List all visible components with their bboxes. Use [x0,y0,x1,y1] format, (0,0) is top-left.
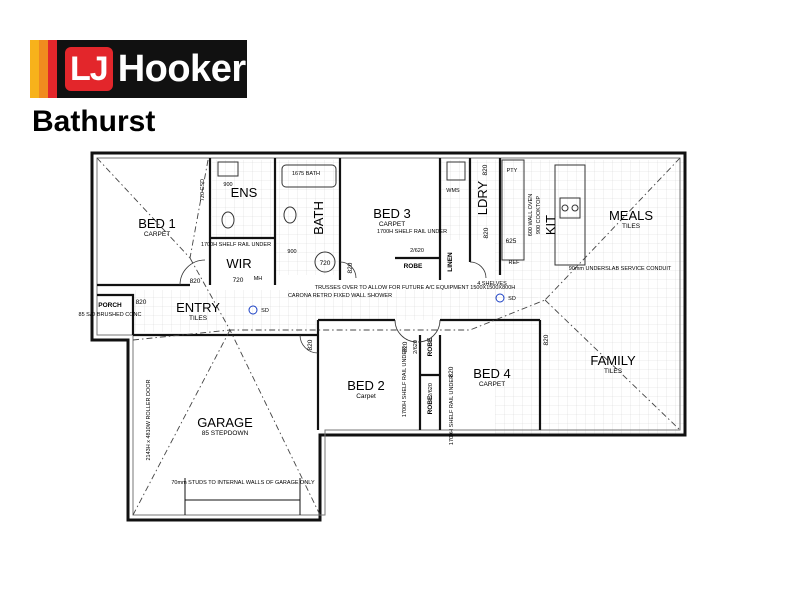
robe-bed3-label: ROBE [404,263,423,270]
bath-label: BATH [311,201,326,235]
bed3-shelf-note: 1700H SHELF RAIL UNDER [377,229,447,235]
underslab-note: 90mm UNDERSLAB SERVICE CONDUIT [569,266,672,272]
dim-900-ens: 900 [223,182,232,188]
bed2-label: BED 2 [347,378,385,393]
dim-820-bed2: 820 [307,339,314,350]
bed4-label: BED 4 [473,366,511,381]
sd-note-2: SD [508,296,516,302]
logo-stripe-orange [39,40,48,98]
shower-note: CARONA RETRO FIXED WALL SHOWER [288,293,392,299]
dim-820-ldry: 820 [483,227,490,238]
bed1-label: BED 1 [138,216,176,231]
dim-720-wir: 720 [233,277,244,284]
cooktop-note: 900 COOKTOP [536,196,542,234]
trusses-note: TRUSSES OVER TO ALLOW FOR FUTURE A/C EQU… [315,285,516,291]
entry-label: ENTRY [176,300,220,315]
dim-820-family: 820 [543,334,550,345]
dim-2620-bed3: 2/620 [410,248,424,254]
bed2-shelf-note: 1700H SHELF RAIL UNDER [402,347,408,417]
wir-label: WIR [226,256,251,271]
dim-820-bed2-door: 820 [402,341,409,352]
meals-label: MEALS [609,208,653,223]
interior-walls [97,158,542,430]
shelves-note: 4 SHELVES [477,281,507,287]
smoke-detectors [248,293,505,315]
dim-625: 625 [506,238,517,245]
roof-lines [96,157,681,516]
dim-820-bed3: 820 [347,262,354,273]
bed4-finish: CARPET [479,381,505,388]
bed1-finish: CARPET [144,231,170,238]
dim-2620-bed4: 2/620 [428,383,434,397]
ens-label: ENS [231,185,258,200]
bath-fixtures [217,161,466,273]
bed3-finish: CARPET [379,221,405,228]
exterior-wall-inner [96,157,681,516]
tiled-areas [134,160,685,435]
office-name: Bathurst [32,105,156,138]
logo-wordmark-box: LJ Hooker [57,40,247,98]
door-swings [179,259,487,354]
kitchen-bench [501,159,586,266]
logo-lj-badge: LJ [65,47,113,91]
logo-stripes [30,40,57,98]
dim-720csd: 720 CSD [200,179,206,201]
dim-820-bed1: 820 [190,278,201,285]
ldry-label: LDRY [475,180,490,215]
dim-720-bath: 720 [320,260,331,267]
bed2-finish: Carpet [356,393,376,400]
fridge-note: REF [509,260,521,266]
studs-dimension [184,478,301,515]
porch-finish: 85 S/D BRUSHED CONC [79,312,142,318]
family-label: FAMILY [590,353,636,368]
meals-finish: TILES [622,223,641,230]
garage-finish: 85 STEPDOWN [202,430,249,437]
mh-note: MH [254,276,263,282]
bed4-shelf-note: 1700H SHELF RAIL UNDER [449,375,455,445]
family-finish: TILES [604,368,623,375]
kit-label: KIT [543,215,558,235]
wall-oven-note: 600 WALL OVEN [528,194,534,236]
logo-stripe-red [48,40,57,98]
lj-hooker-logo: LJ Hooker [30,40,247,98]
logo-wordmark: Hooker [117,47,246,90]
roller-door-note: 2143H x 4810W ROLLER DOOR [146,379,152,460]
dim-2620-bed2: 2/620 [413,340,419,354]
dim-820-ldry-top: 820 [482,164,489,175]
bed3-label: BED 3 [373,206,411,221]
entry-finish: TILES [189,315,208,322]
sd-note-1: SD [261,308,269,314]
bath-size-note: 1675 BATH [292,171,320,177]
wm-note: WMS [446,188,460,194]
porch-label: PORCH [98,302,122,309]
robe-bed2-label: ROBE [427,337,434,356]
dim-820-porch: 820 [136,299,147,306]
studs-note: 70mm STUDS TO INTERNAL WALLS OF GARAGE O… [171,480,315,486]
logo-stripe-yellow [30,40,39,98]
linen-label: LINEN [447,252,454,272]
exterior-walls [90,151,687,522]
dim-900-bath: 900 [287,249,296,255]
dim-820-bed4: 820 [448,366,455,377]
robe-bed4-label: ROBE [427,395,434,414]
garage-label: GARAGE [197,415,253,430]
bed1-shelf-note: 1700H SHELF RAIL UNDER [201,242,271,248]
pantry-note: PTY [507,168,518,174]
